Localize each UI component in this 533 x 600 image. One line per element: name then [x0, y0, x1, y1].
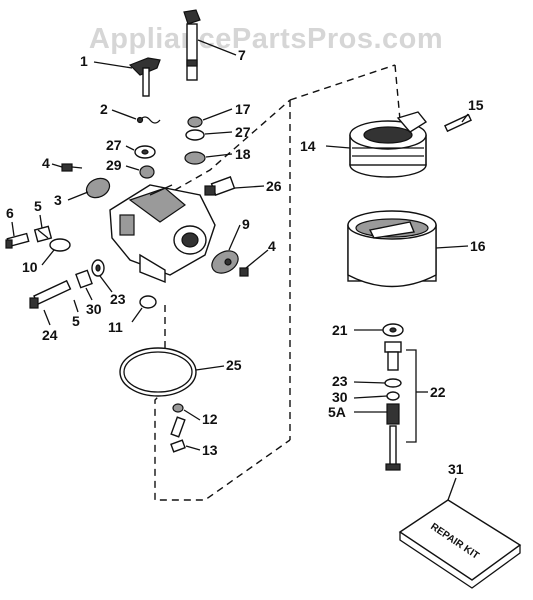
callout-31: 31: [448, 461, 464, 477]
watermark: AppliancePartsPros.com: [89, 23, 443, 55]
callout-21: 21: [332, 322, 348, 338]
part-5-spring-upper: [33, 225, 53, 243]
part-17-washer: [187, 116, 203, 128]
part-25-gasket: [119, 347, 197, 397]
callout-13: 13: [202, 442, 218, 458]
part-4-screw-left: [61, 163, 83, 172]
part-3-throttle-plate: [85, 177, 111, 199]
callout-26: 26: [266, 178, 282, 194]
part-4-screw-right: [239, 267, 249, 277]
part-21-hole: [389, 327, 397, 333]
part-12-pin: [170, 403, 186, 438]
callout-labels: 1 7 2 17 27 27 29 18 4 3 26 5 6 9 4 10 2…: [6, 47, 486, 477]
carburetor-body: [109, 184, 216, 284]
callout-9: 9: [242, 216, 250, 232]
callout-27-right: 27: [235, 124, 251, 140]
callout-6: 6: [6, 205, 14, 221]
callout-4-right: 4: [268, 238, 276, 254]
callout-16: 16: [470, 238, 486, 254]
callout-7: 7: [238, 47, 246, 63]
callout-14: 14: [300, 138, 316, 154]
part-7-choke-shaft: [183, 9, 201, 81]
part-18-bushing: [184, 151, 206, 165]
callout-10: 10: [22, 259, 38, 275]
callout-22: 22: [430, 384, 446, 400]
callout-30-right: 30: [332, 389, 348, 405]
callout-29: 29: [106, 157, 122, 173]
callout-5-lower: 5: [72, 313, 80, 329]
callout-15: 15: [468, 97, 484, 113]
part-27-seal-right: [185, 129, 205, 141]
part-6-screw: [5, 232, 30, 249]
part-30-spring-left: [75, 269, 93, 289]
callout-25: 25: [226, 357, 242, 373]
part-2-spring: [136, 116, 161, 124]
part-25-gasket-inner: [123, 351, 193, 393]
callout-11: 11: [108, 319, 123, 335]
part-26-fitting: [204, 176, 236, 196]
part-10-o-ring: [49, 238, 71, 252]
part-23-washer-right: [384, 378, 402, 388]
callout-4-left: 4: [42, 155, 50, 171]
part-14-float-bowl-top: [349, 111, 428, 178]
part-24-needle-screw: [29, 279, 72, 309]
part-15-pin: [444, 113, 472, 133]
callout-18: 18: [235, 146, 251, 162]
bracket-22: [406, 349, 417, 443]
part-29-bushing: [139, 165, 155, 179]
callout-12: 12: [202, 411, 218, 427]
part-27-seal-left-hole: [141, 149, 149, 155]
callout-24: 24: [42, 327, 58, 343]
part-13-clip: [170, 439, 186, 453]
callout-23-left: 23: [110, 291, 126, 307]
part-11-washer: [139, 295, 157, 309]
part-30-washer-right: [386, 391, 400, 401]
part-9-center: [224, 258, 232, 266]
leader-lines: [11, 39, 469, 501]
callout-27-left: 27: [106, 137, 122, 153]
callout-17: 17: [235, 101, 251, 117]
callout-23-right: 23: [332, 373, 348, 389]
callout-1: 1: [80, 53, 88, 69]
part-5A-spring: [386, 403, 400, 425]
dashed-boundary-left: [154, 64, 401, 501]
callout-3: 3: [54, 192, 62, 208]
callout-30-left: 30: [86, 301, 102, 317]
part-22-needle: [385, 425, 401, 471]
part-31-repair-kit: REPAIR KIT: [398, 499, 522, 589]
callout-2: 2: [100, 101, 108, 117]
part-22-bowl-nut: [384, 341, 402, 371]
part-23-washer-left: [91, 259, 105, 277]
callout-5-upper: 5: [34, 198, 42, 214]
part-16-float-bowl: [347, 210, 437, 288]
callout-5A: 5A: [328, 404, 346, 420]
part-1-throttle-lever: [128, 57, 161, 97]
